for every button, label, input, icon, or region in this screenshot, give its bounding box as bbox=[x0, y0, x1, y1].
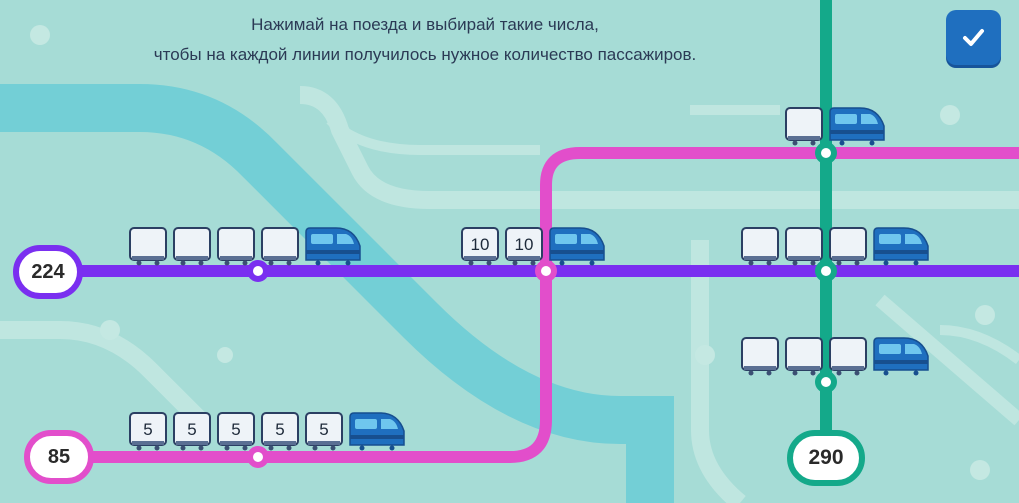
wagon[interactable]: 10 bbox=[505, 227, 543, 266]
locomotive[interactable] bbox=[873, 337, 929, 376]
wagon-number: 5 bbox=[143, 420, 152, 439]
locomotive[interactable] bbox=[349, 412, 405, 451]
wagon-number: 10 bbox=[471, 235, 490, 254]
wagon[interactable]: 5 bbox=[217, 412, 255, 451]
wagon[interactable]: 5 bbox=[173, 412, 211, 451]
station-green-2 bbox=[815, 371, 837, 393]
station-junction-purple-pink bbox=[535, 260, 557, 282]
wagon[interactable] bbox=[785, 227, 823, 266]
train-purple-left[interactable] bbox=[129, 227, 361, 266]
pink-line bbox=[90, 147, 1019, 463]
locomotive[interactable] bbox=[549, 227, 605, 266]
train-green-bottom[interactable] bbox=[741, 337, 929, 376]
wagon-number: 5 bbox=[319, 420, 328, 439]
check-icon bbox=[963, 29, 984, 46]
instruction-line-2: чтобы на каждой линии получилось нужное … bbox=[153, 45, 697, 64]
wagon[interactable]: 5 bbox=[305, 412, 343, 451]
wagon[interactable] bbox=[829, 337, 867, 376]
wagon[interactable] bbox=[129, 227, 167, 266]
wagon[interactable] bbox=[261, 227, 299, 266]
target-badge-pink: 85 bbox=[24, 430, 94, 484]
station-junction-purple-green bbox=[815, 260, 837, 282]
locomotive[interactable] bbox=[873, 227, 929, 266]
station-pink-1 bbox=[247, 446, 269, 468]
locomotive[interactable] bbox=[305, 227, 361, 266]
wagon[interactable] bbox=[829, 227, 867, 266]
target-badge-purple: 224 bbox=[13, 245, 83, 299]
wagon-number: 5 bbox=[231, 420, 240, 439]
wagon[interactable] bbox=[785, 107, 823, 146]
wagon-number: 5 bbox=[275, 420, 284, 439]
wagon[interactable] bbox=[173, 227, 211, 266]
train-green-top[interactable] bbox=[785, 107, 885, 146]
station-purple-1 bbox=[247, 260, 269, 282]
train-pink-bottom[interactable]: 5 5 5 5 5 bbox=[129, 412, 405, 451]
wagon-number: 5 bbox=[187, 420, 196, 439]
trains-layer: 10 10 5 5 5 5 5 bbox=[129, 107, 929, 451]
locomotive[interactable] bbox=[829, 107, 885, 146]
train-purple-middle[interactable]: 10 10 bbox=[461, 227, 605, 266]
target-badge-green: 290 bbox=[787, 430, 865, 486]
instruction-line-1: Нажимай на поезда и выбирай такие числа, bbox=[251, 15, 599, 34]
wagon-number: 10 bbox=[515, 235, 534, 254]
check-button[interactable] bbox=[946, 10, 1001, 65]
station-junction-pink-green bbox=[815, 142, 837, 164]
wagon[interactable] bbox=[217, 227, 255, 266]
wagon[interactable]: 5 bbox=[129, 412, 167, 451]
wagon[interactable]: 5 bbox=[261, 412, 299, 451]
train-purple-right[interactable] bbox=[741, 227, 929, 266]
background-tracks bbox=[0, 25, 1019, 503]
wagon[interactable] bbox=[785, 337, 823, 376]
wagon[interactable] bbox=[741, 337, 779, 376]
wagon[interactable]: 10 bbox=[461, 227, 499, 266]
wagon[interactable] bbox=[741, 227, 779, 266]
